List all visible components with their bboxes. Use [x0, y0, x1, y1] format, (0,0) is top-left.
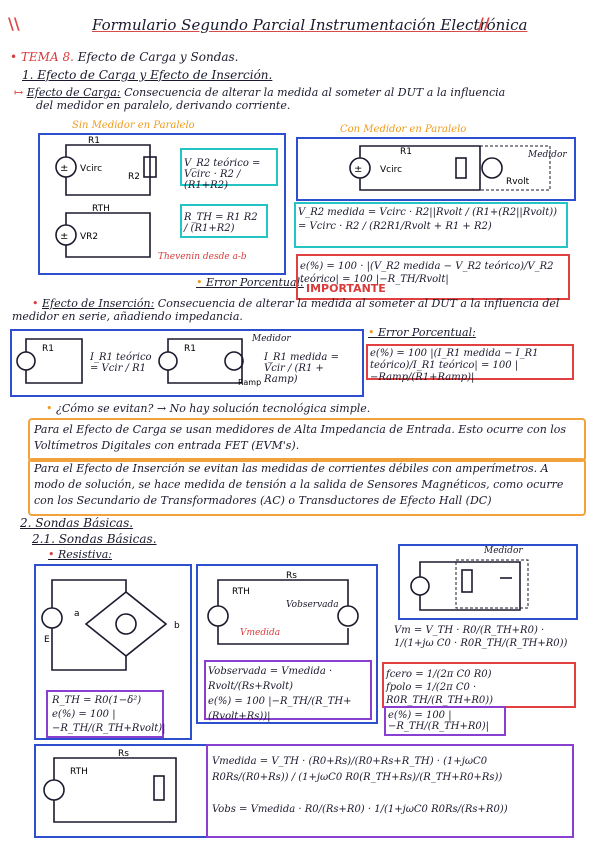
nota-carga-box	[28, 418, 586, 462]
err-carga-box	[296, 254, 570, 300]
svg-text:R1: R1	[184, 344, 196, 354]
cap-freq: fcero = 1/(2π C0 R0)fpolo = 1/(2π C0 · R…	[386, 669, 494, 706]
svg-text:Vcirc: Vcirc	[80, 164, 102, 174]
page-title: Formulario Segundo Parcial Instrumentaci…	[92, 16, 528, 34]
svg-text:RTH: RTH	[232, 587, 250, 597]
svg-text:RTH: RTH	[92, 204, 110, 214]
eq-vr2-medida: V_R2 medida = Vcirc · R2||Rvolt / (R1+(R…	[298, 207, 558, 232]
svg-text:R1: R1	[88, 136, 100, 146]
nota-insercion-box	[28, 458, 586, 516]
serie-box	[196, 564, 378, 724]
error-label-insercion: • Error Porcentual:	[368, 326, 476, 339]
circuit-cap	[410, 559, 529, 611]
bridge-eq-box	[46, 690, 164, 738]
error-label-carga: • Error Porcentual:	[196, 276, 304, 289]
insercion-box	[10, 329, 364, 397]
section-1-title: 1. Efecto de Carga y Efecto de Inserción…	[22, 68, 273, 82]
eq-ir1-medida: I_R1 medida = Vcir / (R1 + Ramp)	[264, 352, 339, 385]
decor-slash-left: \\	[8, 14, 20, 33]
svg-text:b: b	[174, 621, 180, 631]
svg-text:Rs: Rs	[286, 571, 297, 581]
eq-rth: R_TH = R1 R2 / (R1+R2)	[184, 212, 258, 234]
tema-heading: • TEMA 8. Efecto de Carga y Sondas.	[10, 50, 239, 64]
vobservada-label: Vobservada	[286, 600, 339, 610]
con-medidor-label: Con Medidor en Paralelo	[340, 124, 467, 135]
svg-text:RTH: RTH	[70, 767, 88, 777]
cap-err-box	[384, 706, 506, 736]
sin-medidor-label: Sin Medidor en Paralelo	[72, 120, 195, 131]
cap-err: e(%) = 100 |−R_TH/(R_TH+R0)|	[388, 710, 490, 732]
bridge-eq: R_TH = R0(1−δ²)e(%) = 100 |−R_TH/(R_TH+R…	[52, 695, 166, 734]
section-2-title: 2. Sondas Básicas.	[20, 516, 134, 530]
svg-text:Ramp: Ramp	[238, 378, 261, 387]
decor-slash-right: //	[478, 14, 490, 33]
cap-box	[398, 544, 578, 620]
efecto-carga-def: ↦ Efecto de Carga: Consecuencia de alter…	[14, 86, 506, 112]
bridge-box	[34, 564, 192, 740]
svg-text:R1: R1	[400, 147, 412, 157]
efecto-insercion-def: • Efecto de Inserción: Consecuencia de a…	[12, 297, 560, 323]
cap-eq: Vm = V_TH · R0/(R_TH+R0) · 1/(1+jω C0 · …	[394, 625, 568, 649]
importante-badge: IMPORTANTE	[306, 282, 386, 295]
section-2-1-title: 2.1. Sondas Básicas.	[32, 532, 157, 546]
circuit-con-medidor: ± Vcirc R1 Rvolt	[349, 145, 551, 191]
svg-text:E: E	[44, 635, 50, 645]
serie-eq: Vobservada = Vmedida · Rvolt/(Rs+Rvolt)e…	[208, 666, 352, 722]
svg-text:a: a	[74, 609, 80, 619]
nota-insercion: Para el Efecto de Inserción se evitan la…	[34, 462, 564, 507]
nota-carga: Para el Efecto de Carga se usan medidore…	[34, 423, 567, 452]
eq-ir1-teorico: I_R1 teórico = Vcir / R1	[90, 352, 152, 374]
eq-vr2-teorico: V_R2 teórico = Vcirc · R2 / (R1+R2)	[184, 158, 261, 191]
con-medidor-box	[296, 137, 576, 201]
medidor-label-1: Medidor	[528, 150, 567, 160]
sin-medidor-box	[38, 133, 286, 275]
svg-text:±: ±	[60, 231, 68, 242]
eq-vr2-teorico-box	[180, 148, 278, 186]
err-insercion-box	[366, 344, 574, 380]
medidor-label-2: Medidor	[252, 334, 291, 344]
svg-text:±: ±	[60, 163, 68, 174]
svg-text:Vcirc: Vcirc	[380, 165, 402, 175]
err-carga-eq: e(%) = 100 · |(V_R2 medida − V_R2 teóric…	[300, 261, 554, 285]
vmedida-label: Vmedida	[240, 628, 281, 638]
resistiva-label: • Resistiva:	[48, 548, 113, 561]
svg-text:R2: R2	[128, 172, 140, 182]
svg-text:Rs: Rs	[118, 749, 129, 759]
medidor-label-3: Medidor	[484, 546, 523, 556]
final-eq-box	[206, 744, 574, 838]
circuit-insercion: R1 R1 Ramp	[16, 338, 261, 387]
svg-text:±: ±	[354, 164, 362, 175]
svg-text:VR2: VR2	[80, 232, 98, 242]
err-insercion-eq: e(%) = 100 |(I_R1 medida − I_R1 teórico)…	[370, 348, 539, 383]
thevenin-note: Thevenin desde a-b	[158, 252, 247, 262]
serie-eq-box	[204, 660, 372, 720]
svg-text:Rvolt: Rvolt	[506, 177, 530, 187]
eq-rth-box	[180, 204, 268, 238]
circuit-bridge: Ea b	[41, 579, 180, 671]
eq-vr2-medida-box	[294, 202, 568, 248]
final-eq: Vmedida = V_TH · (R0+Rs)/(R0+Rs+R_TH) · …	[212, 756, 508, 815]
como-evitar: • ¿Cómo se evitan? → No hay solución tec…	[46, 402, 371, 415]
svg-text:R1: R1	[42, 344, 54, 354]
